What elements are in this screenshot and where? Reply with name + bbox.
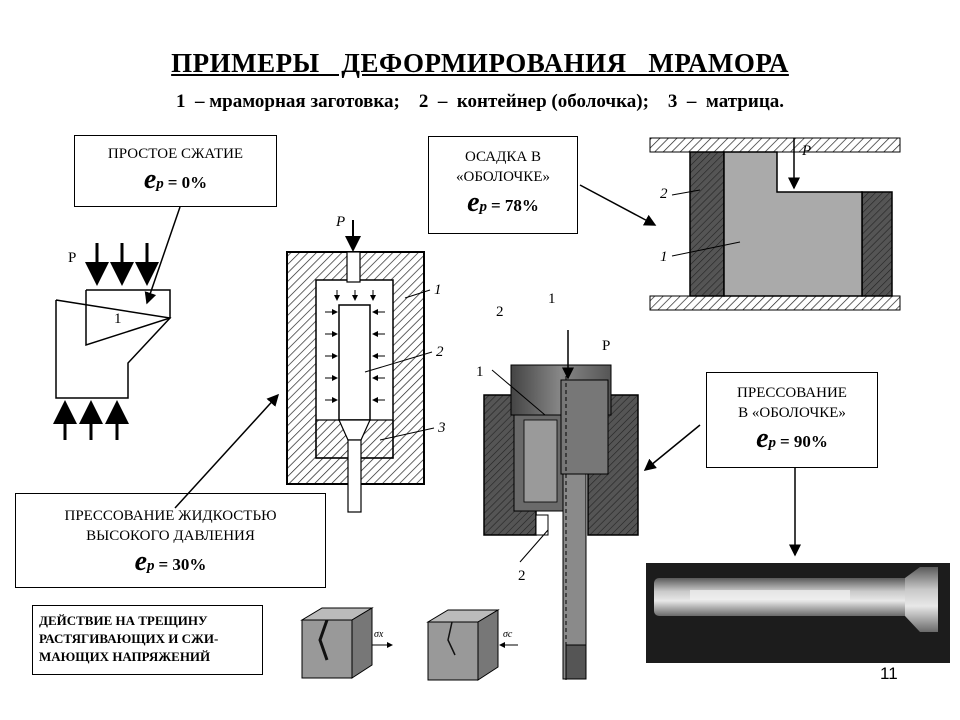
box-liquid-title-1: ПРЕССОВАНИЕ ЖИДКОСТЬЮ [64,508,277,524]
page-number: 11 [880,664,898,683]
upset-shell-figure [579,137,901,311]
simple-compression-figure [53,206,181,440]
crack-cube-1 [300,607,393,679]
label-p-press: P [602,338,610,354]
label-1-liquid: 1 [434,282,442,298]
label-p-upset: P [801,143,811,159]
box-press-title-1: ПРЕССОВАНИЕ [737,385,847,401]
label-sigma-x: σx [374,629,384,640]
box-upset-strain: eр = 78% [467,187,539,218]
extruded-rod-photo [646,563,950,663]
box-crack-line-1: ДЕЙСТВИЕ НА ТРЕЩИНУ [39,613,208,628]
box-upset-title-2: «ОБОЛОЧКЕ» [456,169,550,185]
box-simple-strain: eр = 0% [143,164,208,195]
liquid-pressing-figure [174,220,435,513]
label-1-simple: 1 [114,311,122,327]
box-press-title-2: В «ОБОЛОЧКЕ» [738,405,846,421]
box-liquid-strain: eр = 30% [134,546,207,577]
label-2-press-top: 2 [496,304,504,320]
box-crack-line-2: РАСТЯГИВАЮЩИХ И СЖИ- [39,631,219,646]
box-crack-action: ДЕЙСТВИЕ НА ТРЕЩИНУ РАСТЯГИВАЮЩИХ И СЖИ-… [32,605,263,675]
legend-line: 1 – мраморная заготовка; 2 – контейнер (… [175,91,785,112]
label-1-upset: 1 [660,249,668,265]
box-press-strain: eр = 90% [756,423,828,454]
box-simple-title: ПРОСТОЕ СЖАТИЕ [107,146,244,162]
label-1-press-top: 1 [548,291,556,307]
label-1-press: 1 [476,364,484,380]
box-liquid-pressing: ПРЕССОВАНИЕ ЖИДКОСТЬЮ ВЫСОКОГО ДАВЛЕНИЯ … [15,493,326,588]
press-shell-figure [483,330,701,680]
box-crack-line-3: МАЮЩИХ НАПРЯЖЕНИЙ [39,649,211,664]
box-liquid-title-2: ВЫСОКОГО ДАВЛЕНИЯ [86,528,255,544]
label-p-liquid: P [335,214,345,230]
box-upset-shell: ОСАДКА В «ОБОЛОЧКЕ» eр = 78% [428,136,578,234]
box-simple-compression: ПРОСТОЕ СЖАТИЕ eр = 0% [74,135,277,207]
page-title: ПРИМЕРЫ ДЕФОРМИРОВАНИЯ МРАМОРА [171,48,789,78]
crack-cube-2 [426,609,518,681]
label-3-liquid: 3 [437,420,446,436]
label-sigma-c: σc [503,629,513,640]
label-2-upset: 2 [660,186,668,202]
box-upset-title-1: ОСАДКА В [465,149,541,165]
label-p-simple: P [68,250,76,266]
label-2-liquid: 2 [436,344,444,360]
label-2-press: 2 [518,568,526,584]
box-press-shell: ПРЕССОВАНИЕ В «ОБОЛОЧКЕ» eр = 90% [706,372,878,468]
